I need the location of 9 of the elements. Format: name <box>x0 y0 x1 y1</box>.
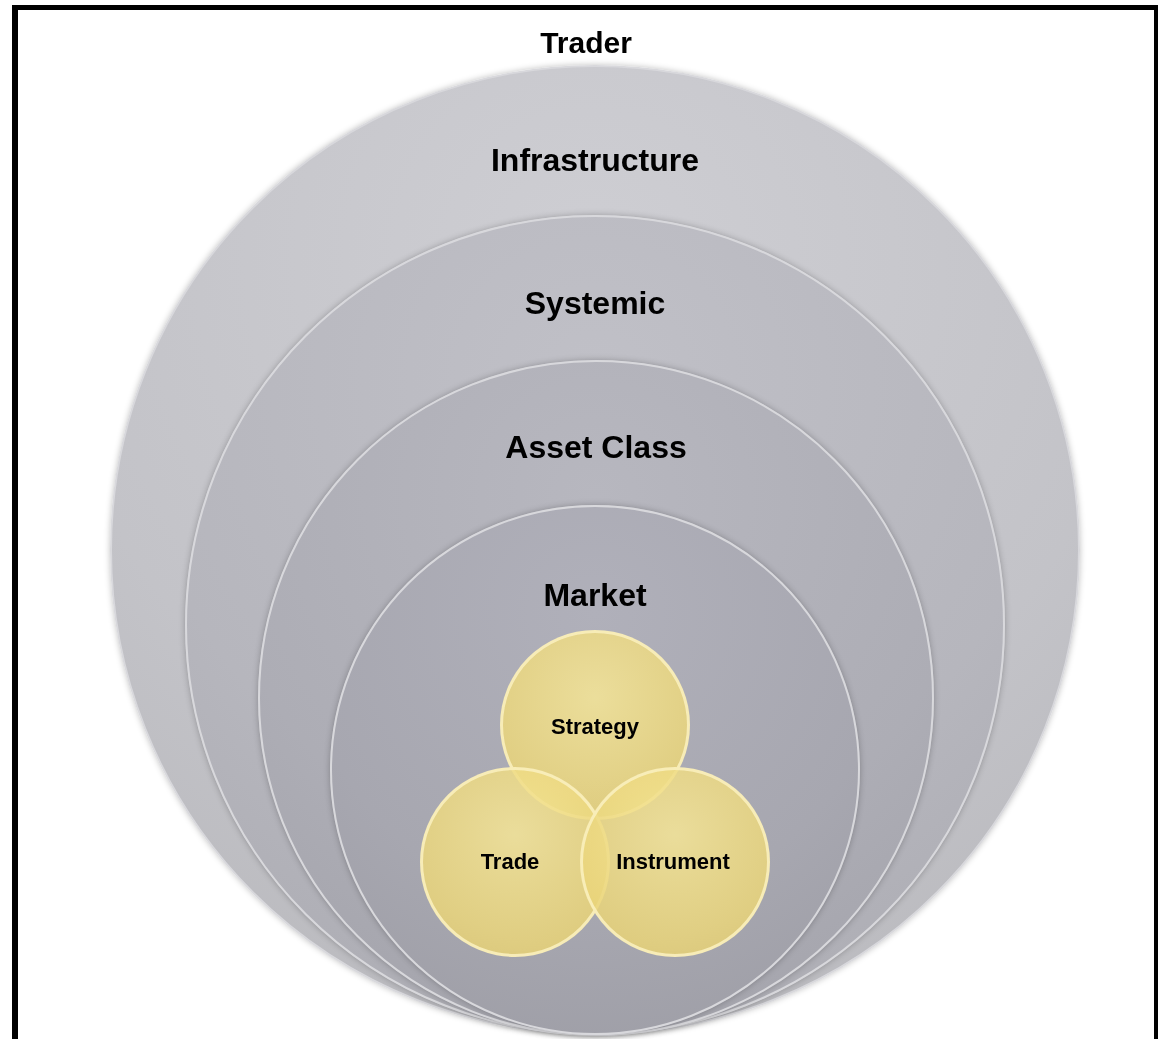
circle-label: Market <box>543 575 647 615</box>
heading: Trader <box>540 25 632 61</box>
frame <box>12 5 1158 1039</box>
circle-label: Strategy <box>550 713 639 741</box>
circle-label: Systemic <box>524 283 666 323</box>
circle-label: Infrastructure <box>490 140 699 180</box>
circle-label: Instrument <box>616 848 730 876</box>
circle-label: Asset Class <box>505 427 687 467</box>
circle-label: Trade <box>480 848 540 876</box>
